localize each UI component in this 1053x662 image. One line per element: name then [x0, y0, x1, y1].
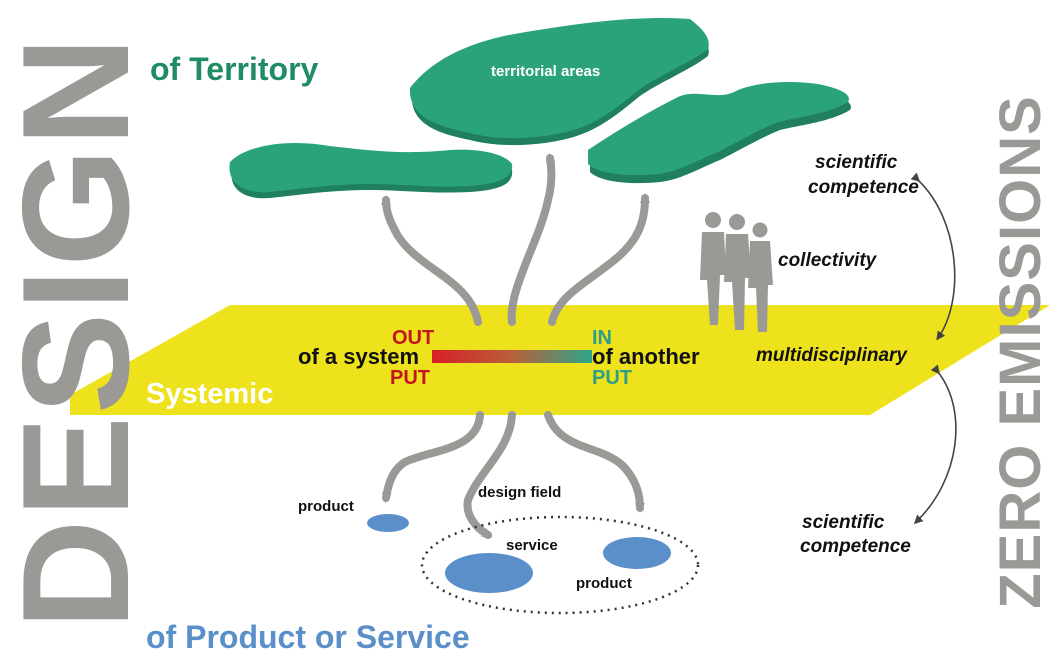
heading-of-product-or-service: of Product or Service [146, 619, 470, 655]
arrow-down-center [463, 411, 516, 539]
heading-of-territory: of Territory [150, 51, 319, 87]
label-service: service [506, 537, 558, 554]
downward-arrows [381, 411, 645, 539]
territory-center [409, 17, 709, 139]
arrow-up-left [381, 195, 482, 326]
label-multidisciplinary: multidisciplinary [756, 345, 908, 366]
arrow-competence-bottom [913, 364, 957, 525]
label-scientific-bottom: scientific [802, 512, 885, 533]
territory-right [588, 82, 849, 176]
design-vertical-title: DESIGN [0, 35, 161, 630]
arrow-up-right [548, 193, 650, 326]
label-collectivity: collectivity [778, 250, 878, 271]
person-body-3 [748, 241, 773, 332]
label-scientific-top: scientific [815, 152, 898, 173]
label-in: IN [592, 327, 612, 349]
person-head-3 [752, 222, 768, 238]
territory-left [229, 142, 513, 193]
label-product-right: product [576, 575, 632, 592]
label-design-field: design field [478, 484, 561, 501]
label-competence-bottom: competence [800, 536, 911, 557]
upward-arrows [381, 153, 650, 326]
arrow-competence-top [910, 172, 956, 341]
person-head-2 [729, 214, 745, 230]
zero-emissions-vertical-title: ZERO EMISSIONS [988, 95, 1053, 609]
label-out: OUT [392, 327, 434, 349]
design-field-boundary [420, 515, 700, 615]
person-head-1 [705, 212, 721, 228]
label-competence-top: competence [808, 177, 919, 198]
person-body-2 [724, 234, 751, 330]
collectivity-figures [700, 212, 773, 332]
arrow-down-right [544, 411, 645, 513]
label-of-a-system: of a system [298, 344, 419, 369]
competence-arrows [910, 172, 957, 525]
territorial-areas [229, 17, 851, 199]
service-blob [445, 553, 533, 593]
product-left-blob [367, 514, 409, 532]
label-put-in: PUT [592, 367, 632, 389]
person-body-1 [700, 232, 726, 325]
label-product-left: product [298, 498, 354, 515]
label-systemic: Systemic [146, 378, 273, 410]
arrow-down-left [381, 411, 484, 503]
output-input-bar [432, 350, 592, 363]
label-of-another: of another [592, 344, 700, 369]
product-right-blob [603, 537, 671, 569]
label-put-out: PUT [390, 367, 430, 389]
label-territorial-areas: territorial areas [491, 63, 600, 80]
arrow-up-center [507, 153, 556, 326]
